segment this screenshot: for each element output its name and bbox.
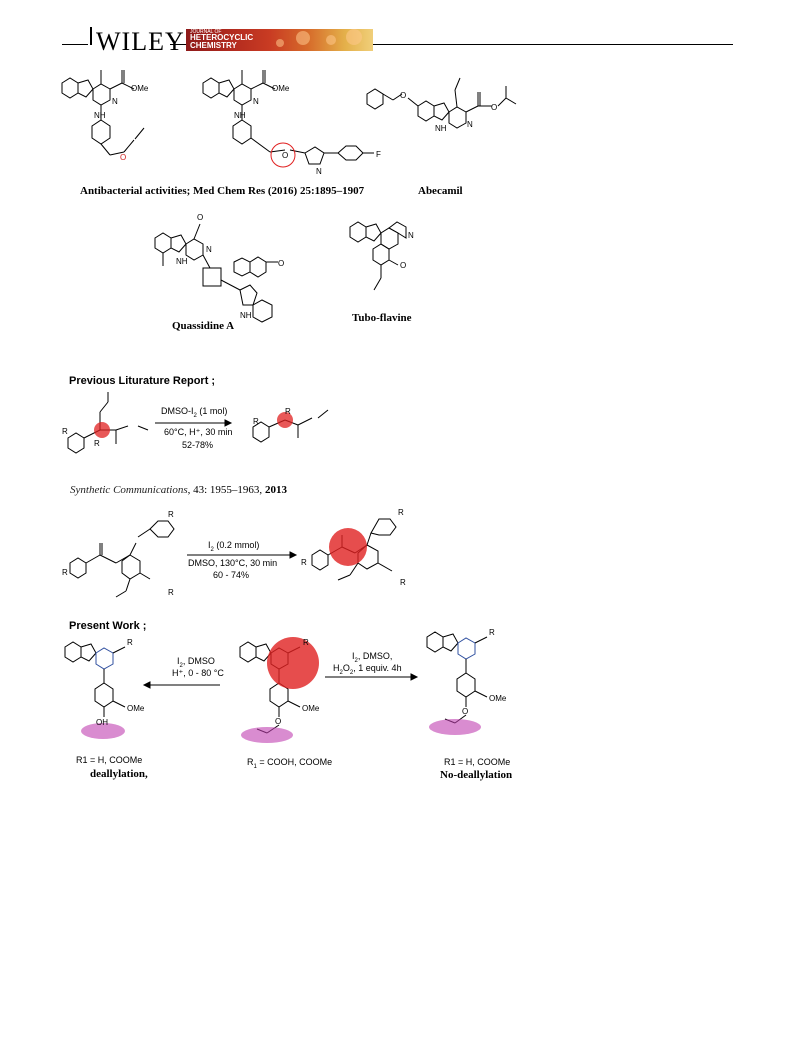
atom-o-quassidine: O: [197, 213, 203, 222]
compound-quassidine-a: [154, 223, 278, 323]
reaction1-conditions: 60°C, H⁺, 30 min: [164, 427, 233, 437]
atom-nh-1: NH: [94, 111, 106, 120]
r1-label-2: R: [62, 568, 68, 577]
r1-left: R: [127, 638, 133, 647]
atom-nh-2: NH: [234, 111, 246, 120]
reaction2-conditions: DMSO, 130°C, 30 min: [188, 558, 278, 568]
reaction2-reagent: I2 (0.2 mmol): [208, 540, 260, 553]
r1-label-product-2: R: [301, 558, 307, 567]
header-rule-mid: [170, 44, 186, 45]
top-structures-figure: OMe NH N O OMe NH N O F N O O N NH O N N…: [61, 70, 517, 323]
r2-label-2: R: [168, 588, 174, 597]
header-rule-left: [62, 44, 88, 45]
journal-title-line2: CHEMISTRY: [190, 41, 237, 50]
atom-nh-abecamil: NH: [435, 124, 447, 133]
reaction2-yield: 60 - 74%: [213, 570, 250, 580]
r1-label-1: R: [62, 427, 68, 436]
r2-label-product-2: R: [400, 578, 406, 587]
o-right: O: [462, 707, 468, 716]
atom-n-quassidine: N: [206, 245, 212, 254]
right-product-label: R1 = H, COOMe: [444, 757, 511, 767]
center-label: R1 = COOH, COOMe: [247, 757, 333, 770]
r2-label-product-1: R: [285, 407, 291, 416]
left-arrow-reagent: I2, DMSO: [177, 656, 215, 669]
atom-o-tubo: O: [400, 261, 406, 270]
caption-tubo-flavine: Tubo-flavine: [352, 312, 412, 324]
oh-left: OH: [96, 718, 108, 727]
reaction1-reagent: DMSO-I2 (1 mol): [161, 406, 228, 419]
caption-quassidine: Quassidine A: [172, 320, 235, 332]
reaction1-yield: 52-78%: [182, 440, 214, 450]
r-label-product-1: R: [253, 417, 259, 426]
ome-center: OMe: [302, 704, 320, 713]
publisher-bar: [90, 27, 92, 45]
o-center: O: [275, 717, 281, 726]
atom-o-abecamil-ester: O: [491, 103, 497, 112]
atom-o-quassidine-2: O: [278, 259, 284, 268]
publisher-logo: WILEY: [96, 27, 185, 56]
journal-banner: JOURNAL OF HETEROCYCLIC CHEMISTRY: [186, 29, 373, 51]
r1-right: R: [489, 628, 495, 637]
atom-n-tubo: N: [408, 231, 414, 240]
left-product-label: R1 = H, COOMe: [76, 755, 143, 765]
right-product-caption: No-deallylation: [440, 769, 513, 781]
ome-left: OMe: [127, 704, 145, 713]
atom-o-1: O: [120, 153, 126, 162]
compound-antibacterial-2: [202, 70, 374, 165]
r2-label-1: R: [94, 439, 100, 448]
atom-n-2: N: [253, 97, 259, 106]
atom-n-abecamil: N: [467, 120, 473, 129]
ome-right: OMe: [489, 694, 507, 703]
atom-o-abecamil: O: [400, 91, 406, 100]
header-rule-right: [373, 44, 733, 45]
atom-nh-quassidine: NH: [176, 257, 188, 266]
compound-abecamil: [366, 77, 517, 129]
citation: Synthetic Communications, 43: 1955–1963,…: [70, 484, 287, 496]
caption-antibacterial: Antibacterial activities; Med Chem Res (…: [80, 185, 365, 197]
present-work-figure: OMe OH OMe O OMe O R R R: [64, 628, 507, 743]
atom-n-triazole: N: [316, 167, 322, 176]
atom-ome-1: OMe: [131, 84, 149, 93]
present-section-title: Present Work ;: [69, 620, 147, 632]
r1-center: R: [303, 638, 309, 647]
journal-title-line1: HETEROCYCLIC: [190, 33, 254, 42]
compound-antibacterial-1: [61, 70, 145, 156]
previous-reaction-1: R R R R: [62, 392, 329, 454]
atom-ome-2: OMe: [272, 84, 290, 93]
previous-reaction-2: R R R R R R: [62, 508, 406, 598]
compound-tubo-flavine: [349, 221, 407, 291]
left-product-caption: deallylation,: [90, 768, 148, 780]
caption-abecamil: Abecamil: [418, 185, 463, 197]
r3-label-product-2: R: [398, 508, 404, 517]
right-arrow-condition: H2O2, 1 equiv. 4h: [333, 663, 402, 676]
atom-nh-quassidine-2: NH: [240, 311, 252, 320]
previous-section-title: Previous Liturature Report ;: [69, 375, 216, 387]
journal-small-title: JOURNAL OF: [190, 29, 222, 35]
left-arrow-condition: H⁺, 0 - 80 °C: [172, 668, 224, 678]
r3-label-2: R: [168, 510, 174, 519]
atom-n-1: N: [112, 97, 118, 106]
atom-o-2: O: [282, 151, 288, 160]
atom-f-2: F: [376, 150, 381, 159]
right-arrow-reagent: I2, DMSO,: [352, 651, 393, 664]
